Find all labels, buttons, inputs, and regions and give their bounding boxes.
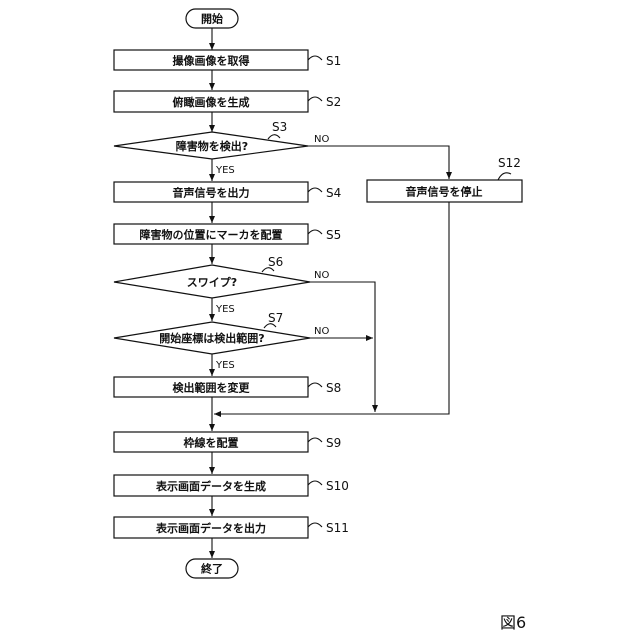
s7-text: 開始座標は検出範囲? bbox=[159, 331, 264, 345]
s8-text: 検出範囲を変更 bbox=[173, 381, 251, 395]
s1-leader bbox=[308, 56, 322, 60]
s6-step-label: S6 bbox=[268, 255, 283, 269]
s3-text: 障害物を検出? bbox=[176, 139, 248, 153]
s3-yes-label: YES bbox=[215, 165, 235, 176]
s6-no-label: NO bbox=[314, 270, 329, 281]
process-s10: 表示画面データを生成 bbox=[114, 475, 308, 496]
s7-yes-label: YES bbox=[215, 360, 235, 371]
s5-text: 障害物の位置にマーカを配置 bbox=[140, 228, 283, 242]
process-s9: 枠線を配置 bbox=[114, 432, 308, 452]
s2-step-label: S2 bbox=[326, 95, 341, 109]
s2-leader bbox=[308, 97, 322, 101]
end-label: 終了 bbox=[201, 562, 223, 576]
s12-leader bbox=[498, 173, 511, 180]
s5-step-label: S5 bbox=[326, 228, 341, 242]
s8-leader bbox=[308, 383, 322, 387]
s8-step-label: S8 bbox=[326, 381, 341, 395]
process-s2: 俯瞰画像を生成 bbox=[114, 91, 308, 112]
start-label: 開始 bbox=[201, 12, 223, 26]
connector-s6-no bbox=[310, 282, 375, 412]
s10-step-label: S10 bbox=[326, 479, 349, 493]
s11-text: 表示画面データを出力 bbox=[155, 521, 266, 535]
s1-step-label: S1 bbox=[326, 54, 341, 68]
s3-no-label: NO bbox=[314, 134, 329, 145]
s4-leader bbox=[308, 188, 322, 192]
s6-text: スワイプ? bbox=[187, 275, 237, 289]
s10-leader bbox=[308, 481, 322, 485]
s12-text: 音声信号を停止 bbox=[406, 185, 483, 199]
s7-no-label: NO bbox=[314, 326, 329, 337]
connector-s3-no-s12 bbox=[308, 146, 449, 179]
s9-leader bbox=[308, 438, 322, 442]
s5-leader bbox=[308, 230, 322, 234]
decision-s3: 障害物を検出? bbox=[114, 132, 308, 159]
s4-text: 音声信号を出力 bbox=[173, 186, 250, 200]
s7-step-label: S7 bbox=[268, 311, 283, 325]
s2-text: 俯瞰画像を生成 bbox=[173, 95, 250, 109]
s12-step-label: S12 bbox=[498, 156, 521, 170]
s11-leader bbox=[308, 523, 322, 527]
process-s5: 障害物の位置にマーカを配置 bbox=[114, 224, 308, 244]
decision-s6: スワイプ? bbox=[114, 265, 310, 298]
s11-step-label: S11 bbox=[326, 521, 349, 535]
s3-leader bbox=[268, 135, 280, 139]
s4-step-label: S4 bbox=[326, 186, 341, 200]
end-terminal: 終了 bbox=[186, 559, 238, 578]
process-s11: 表示画面データを出力 bbox=[114, 517, 308, 538]
process-s1: 撮像画像を取得 bbox=[114, 50, 308, 70]
s6-yes-label: YES bbox=[215, 304, 235, 315]
process-s12: 音声信号を停止 bbox=[367, 180, 522, 202]
s9-text: 枠線を配置 bbox=[184, 436, 239, 450]
s9-step-label: S9 bbox=[326, 436, 341, 450]
s1-text: 撮像画像を取得 bbox=[173, 54, 250, 68]
figure-label: 図6 bbox=[500, 613, 526, 632]
process-s4: 音声信号を出力 bbox=[114, 182, 308, 202]
decision-s7: 開始座標は検出範囲? bbox=[114, 322, 310, 354]
start-terminal: 開始 bbox=[186, 9, 238, 28]
s3-step-label: S3 bbox=[272, 120, 287, 134]
process-s8: 検出範囲を変更 bbox=[114, 377, 308, 397]
s10-text: 表示画面データを生成 bbox=[155, 479, 266, 493]
